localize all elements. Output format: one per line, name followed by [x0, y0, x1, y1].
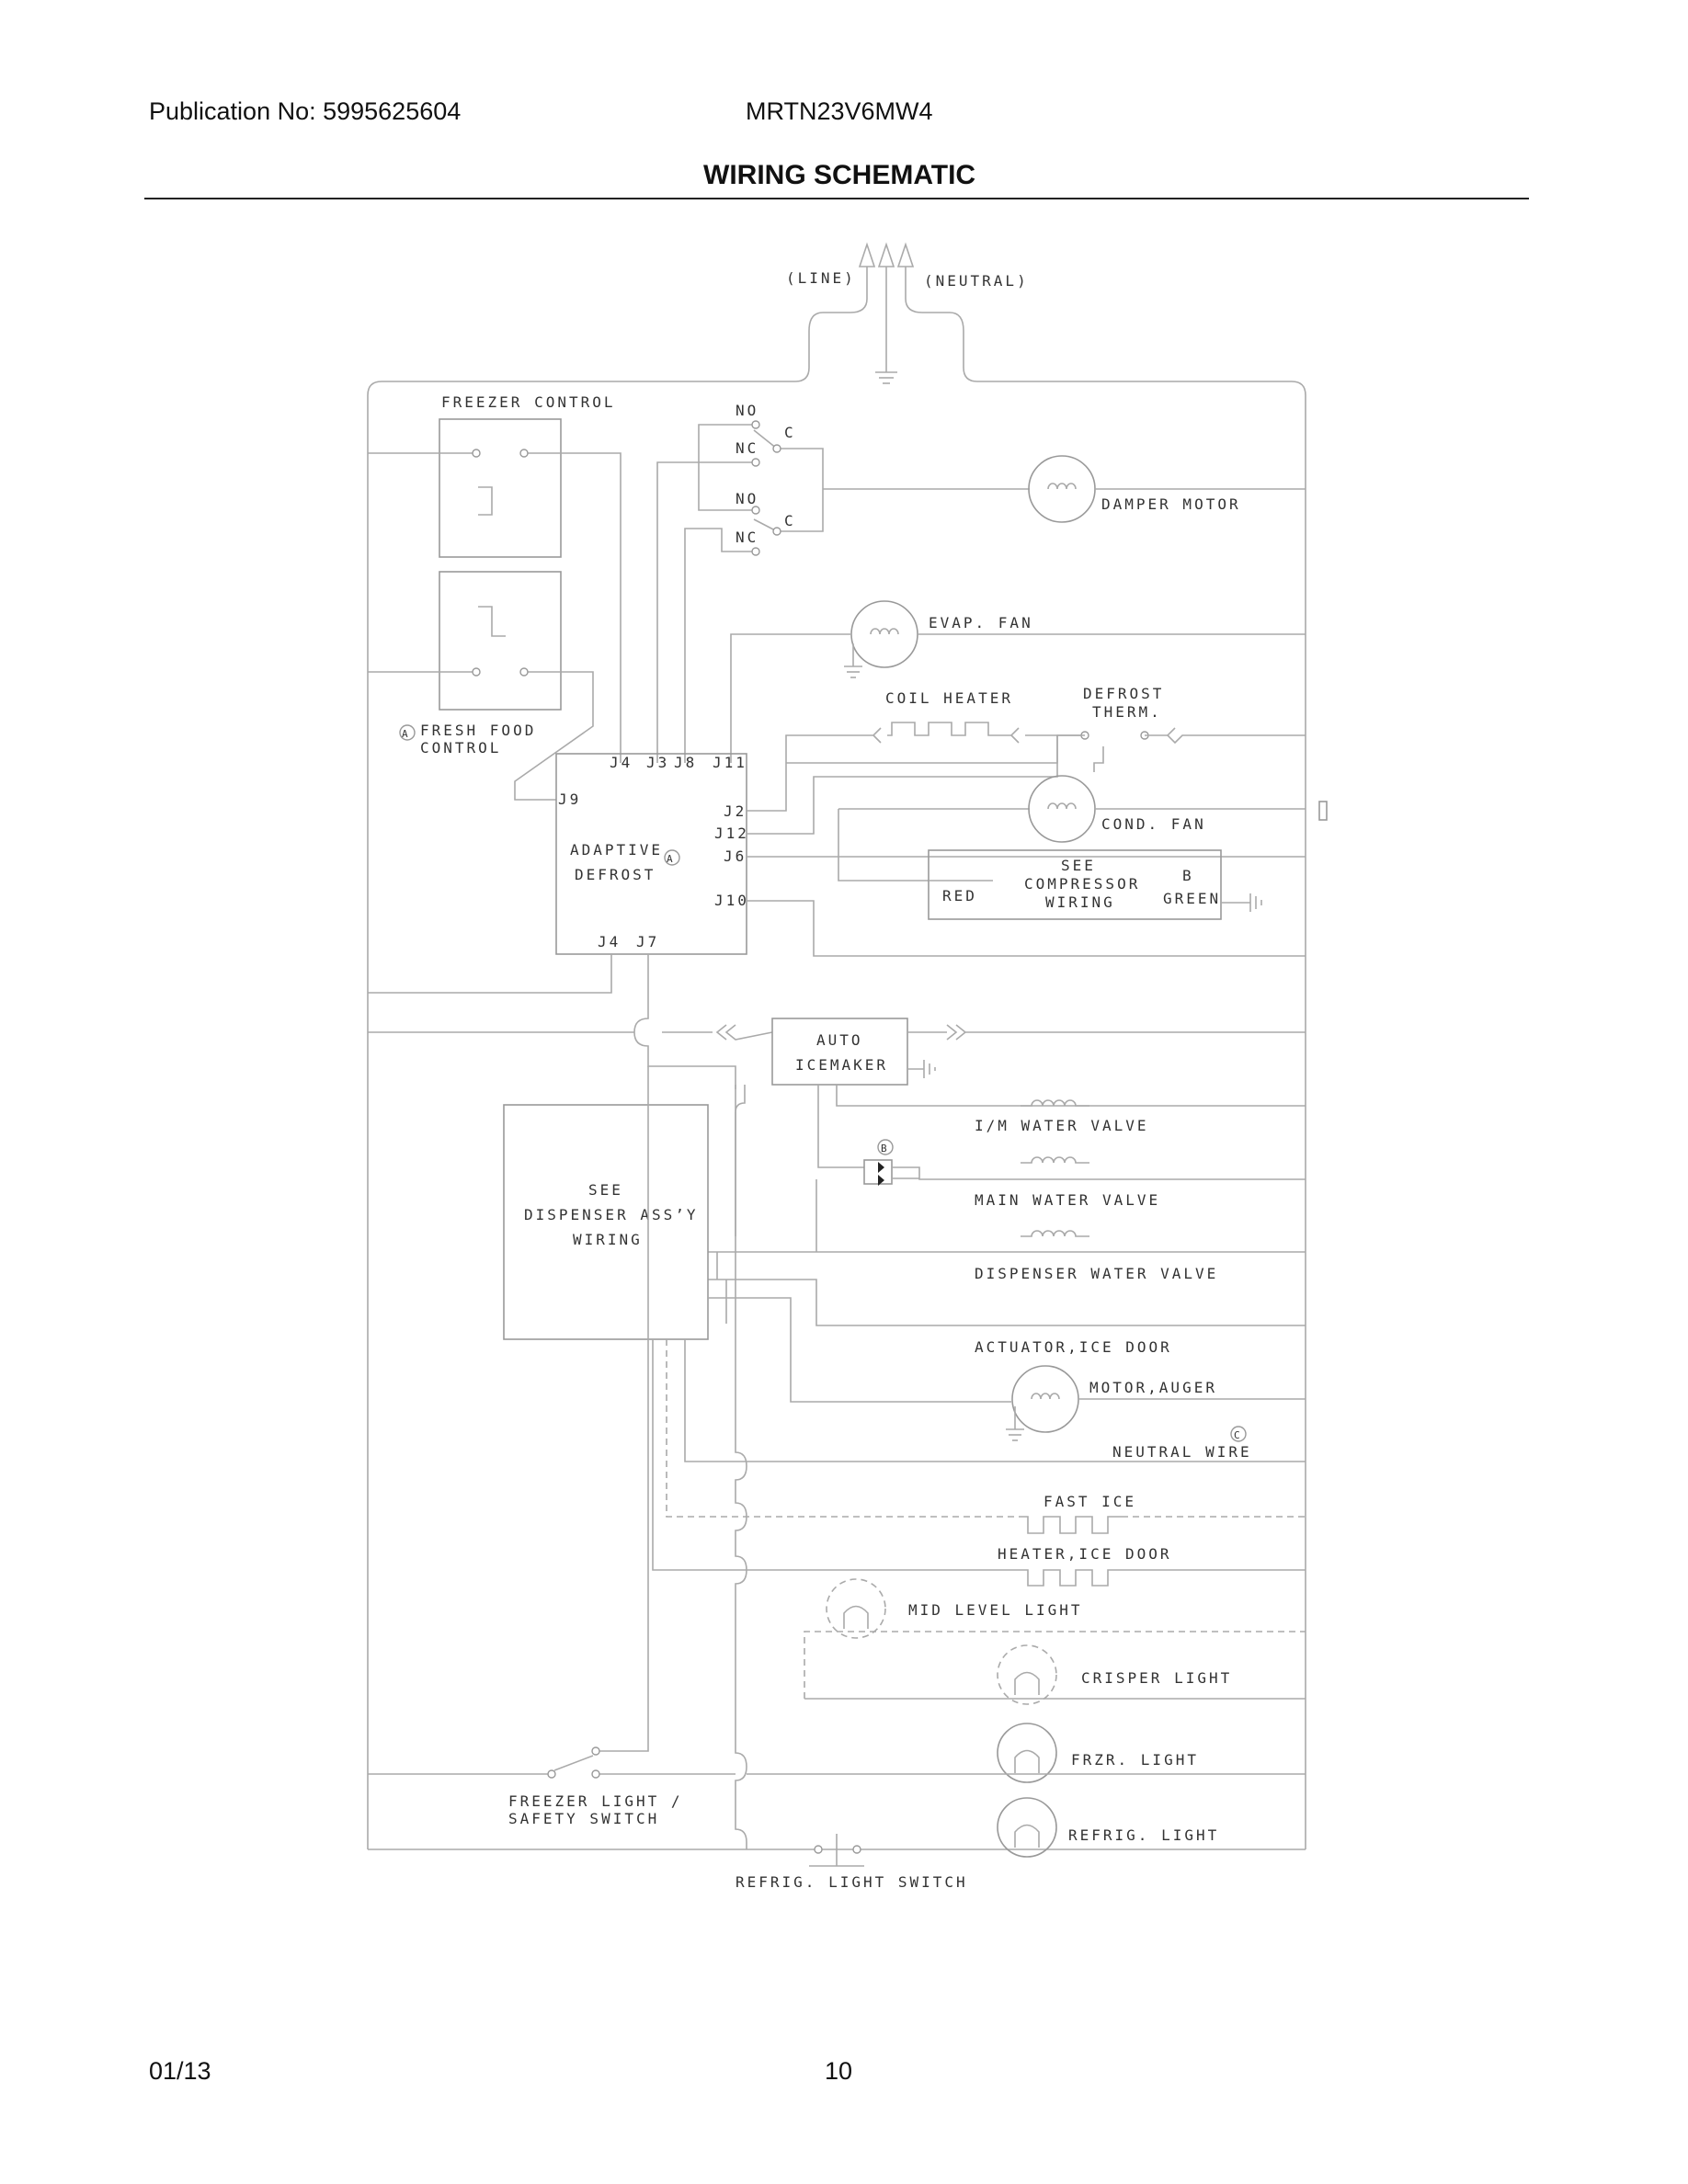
cond-fan-symbol — [1028, 775, 1328, 843]
freezer-control-box — [439, 418, 562, 558]
marker-a-board: A — [667, 853, 676, 865]
main-water-valve-symbol — [1021, 1156, 1089, 1164]
actuator-ice-door-label: ACTUATOR,ICE DOOR — [975, 1338, 1172, 1356]
motor-auger-symbol — [1006, 1365, 1306, 1441]
cond-fan-label: COND. FAN — [1101, 815, 1206, 833]
relay-switches — [656, 420, 1030, 763]
relay2-no: NO — [736, 490, 758, 507]
fresh-food-control-box — [439, 571, 562, 711]
pin-j10: J10 — [714, 892, 749, 909]
relay2-nc: NC — [736, 529, 758, 546]
fast-ice-label: FAST ICE — [1044, 1493, 1136, 1510]
crisper-light-symbol — [997, 1644, 1057, 1705]
pin-j3: J3 — [646, 754, 669, 771]
refrig-light-switch-label: REFRIG. LIGHT SWITCH — [736, 1873, 968, 1891]
publication-number: Publication No: 5995625604 — [149, 97, 462, 125]
frzr-light-label: FRZR. LIGHT — [1071, 1751, 1199, 1769]
dispenser-water-valve-symbol — [1021, 1230, 1089, 1237]
pin-j7: J7 — [636, 933, 659, 950]
marker-b-diode: B — [881, 1143, 890, 1155]
damper-motor-label: DAMPER MOTOR — [1101, 495, 1241, 513]
relay1-nc: NC — [736, 439, 758, 457]
motor-auger-label: MOTOR,AUGER — [1089, 1379, 1217, 1396]
fresh-food-control-label-2: CONTROL — [420, 739, 501, 756]
dispenser-assembly-box — [503, 1104, 709, 1340]
line-label: (LINE) — [786, 269, 856, 287]
adaptive-defrost-label-2: DEFROST — [575, 866, 656, 883]
coil-heater-symbol — [785, 722, 1306, 772]
evap-fan-symbol — [730, 600, 1306, 763]
auto-icemaker-label-1: AUTO — [816, 1031, 863, 1049]
pin-j4-top: J4 — [610, 754, 633, 771]
dispenser-assy-label: DISPENSER ASS’Y — [524, 1206, 699, 1223]
footer-date: 01/13 — [149, 2057, 211, 2085]
crisper-light-label: CRISPER LIGHT — [1081, 1669, 1232, 1687]
model-number: MRTN23V6MW4 — [746, 97, 933, 125]
vertical-trunk — [735, 1085, 747, 1849]
marker-a-circle — [399, 724, 416, 741]
relay2-c: C — [784, 512, 796, 529]
pin-j6: J6 — [724, 847, 747, 865]
marker-b-compressor: B — [1182, 867, 1194, 884]
diode-connector: B — [863, 1139, 1306, 1186]
footer-page-number: 10 — [825, 2057, 853, 2085]
freezer-light-switch-symbol — [547, 1066, 649, 1779]
ground-symbol-main — [875, 371, 897, 384]
coil-heater-label: COIL HEATER — [885, 689, 1013, 707]
compressor-wiring-label: WIRING — [1045, 893, 1115, 911]
compressor-wiring-box — [928, 849, 1222, 920]
neutral-label: (NEUTRAL) — [924, 272, 1029, 290]
compressor-label: COMPRESSOR — [1024, 875, 1140, 893]
mid-level-light-label: MID LEVEL LIGHT — [908, 1601, 1083, 1619]
damper-motor-symbol — [1028, 455, 1306, 523]
dispenser-see-label: SEE — [588, 1181, 623, 1199]
freezer-switch-label-1: FREEZER LIGHT / — [508, 1792, 683, 1810]
title-rule — [144, 198, 1529, 199]
defrost-therm-label-2: THERM. — [1092, 703, 1162, 721]
pin-j2: J2 — [724, 802, 747, 820]
refrig-light-switch-symbol — [809, 1834, 864, 1867]
neutral-wire-label: NEUTRAL WIRE — [1112, 1443, 1252, 1461]
pin-j12: J12 — [714, 825, 749, 842]
pin-j4-bottom: J4 — [598, 933, 621, 950]
pin-j9: J9 — [558, 791, 581, 808]
pin-j8: J8 — [674, 754, 697, 771]
refrig-light-label: REFRIG. LIGHT — [1068, 1826, 1219, 1844]
im-water-valve-symbol — [817, 1085, 1306, 1168]
dispenser-wiring-label: WIRING — [573, 1231, 643, 1248]
auto-icemaker-box — [771, 1018, 908, 1086]
icemaker-ground — [907, 1060, 936, 1078]
green-wire-label: GREEN — [1163, 890, 1221, 907]
marker-c: C — [1234, 1429, 1243, 1441]
main-water-valve-label: MAIN WATER VALVE — [975, 1191, 1160, 1209]
relay1-c: C — [784, 424, 796, 441]
refrig-light-symbol — [997, 1797, 1057, 1858]
adaptive-defrost-board — [555, 753, 747, 955]
evap-fan-label: EVAP. FAN — [929, 614, 1033, 631]
defrost-therm-label-1: DEFROST — [1083, 685, 1164, 702]
board-output-wires — [368, 735, 1306, 1089]
heater-ice-door-label: HEATER,ICE DOOR — [998, 1545, 1172, 1563]
freezer-control-label: FREEZER CONTROL — [441, 393, 616, 411]
dispenser-water-valve-label: DISPENSER WATER VALVE — [975, 1265, 1218, 1282]
frzr-light-symbol — [997, 1723, 1057, 1783]
relay1-no: NO — [736, 402, 758, 419]
page-title: WIRING SCHEMATIC — [703, 160, 976, 190]
pin-j11: J11 — [713, 754, 747, 771]
im-water-valve-label: I/M WATER VALVE — [975, 1117, 1149, 1134]
adaptive-defrost-label-1: ADAPTIVE — [570, 841, 663, 859]
compressor-ground — [1221, 893, 1262, 912]
compressor-see-label: SEE — [1061, 857, 1096, 874]
marker-a-label: A — [402, 728, 411, 740]
fresh-food-control-label-1: FRESH FOOD — [420, 722, 536, 739]
auto-icemaker-label-2: ICEMAKER — [795, 1056, 888, 1074]
mid-level-light-symbol — [826, 1578, 886, 1639]
freezer-switch-label-2: SAFETY SWITCH — [508, 1810, 659, 1827]
red-wire-label: RED — [942, 887, 977, 904]
